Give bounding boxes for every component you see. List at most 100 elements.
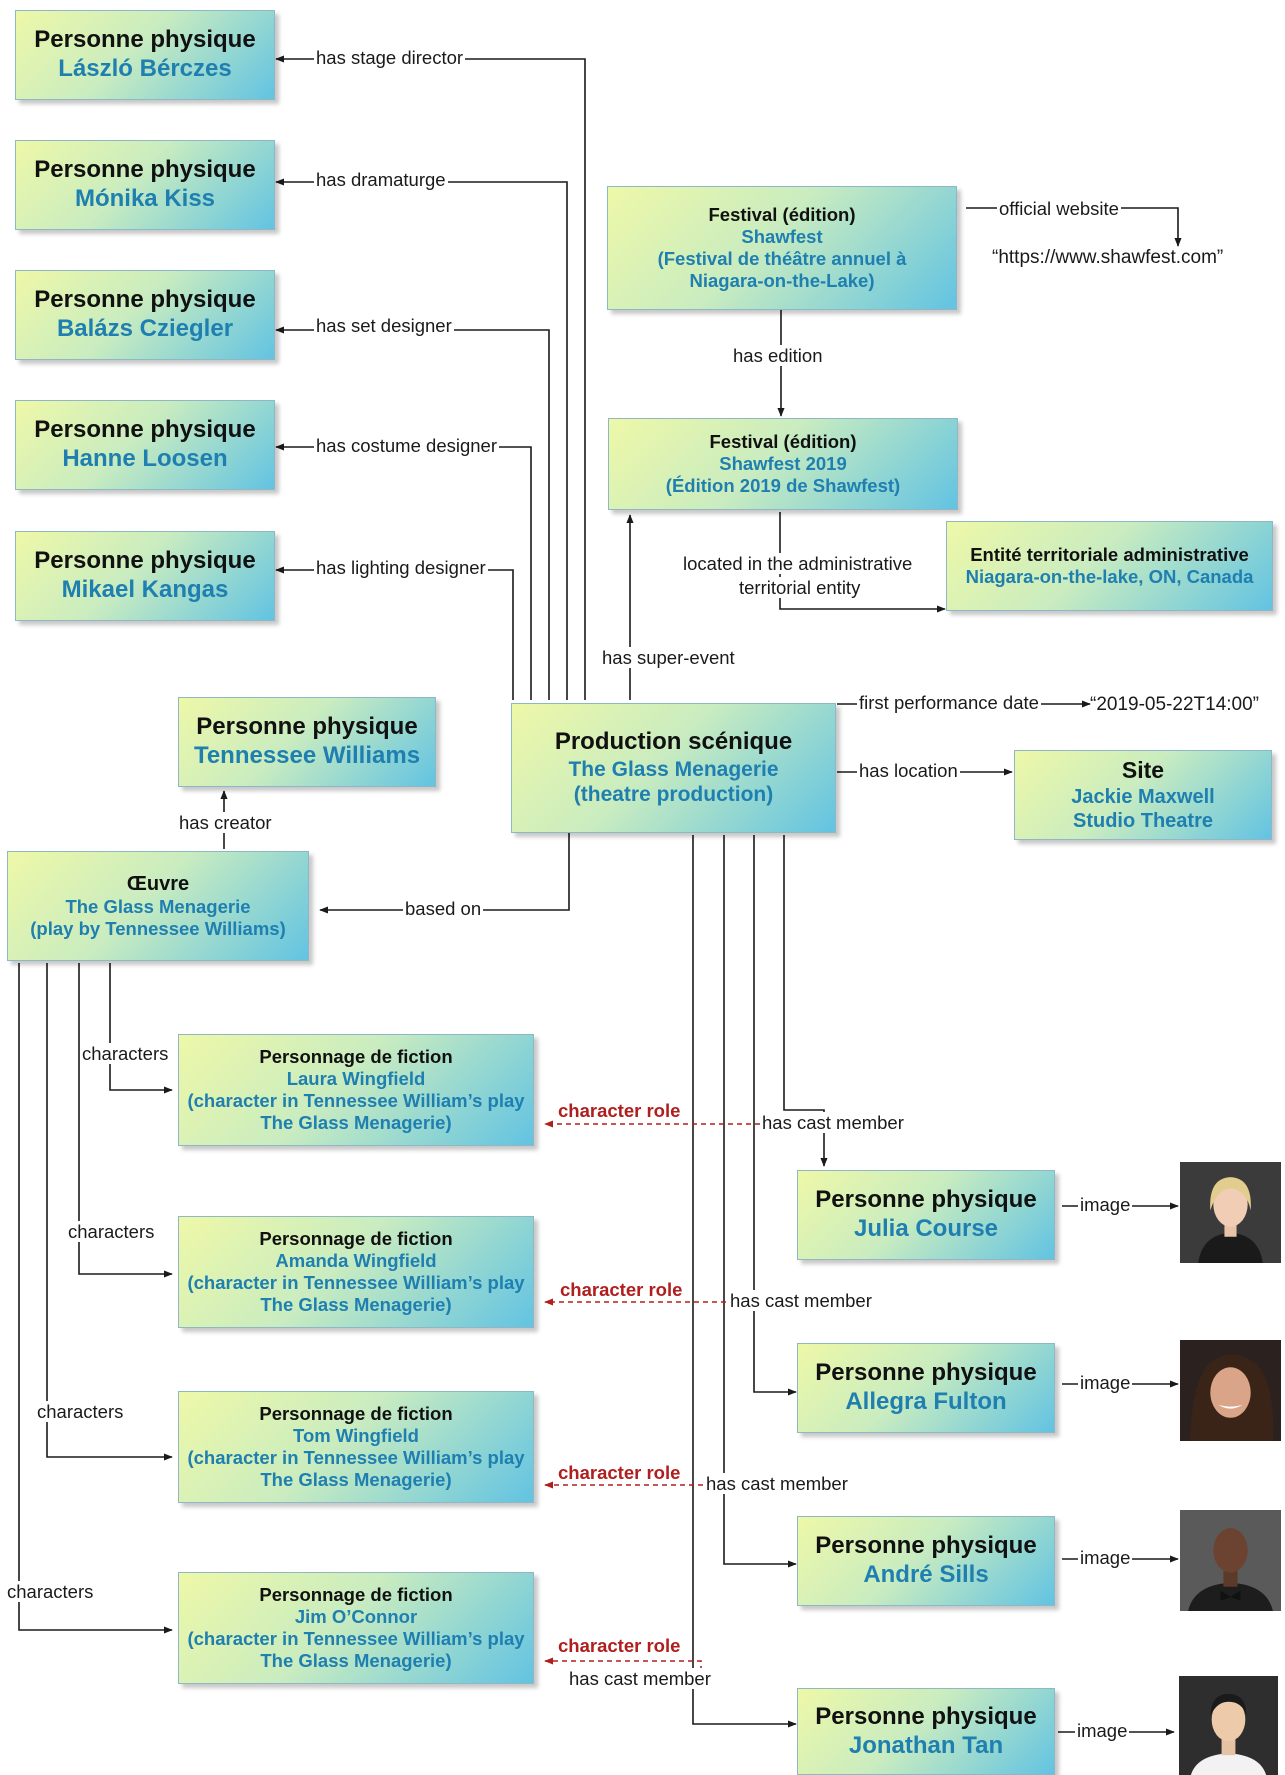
node-tennessee-williams[interactable]: Personne physique Tennessee Williams bbox=[178, 697, 436, 787]
edge-character-role-jim bbox=[544, 1657, 702, 1671]
edge-set-designer bbox=[275, 326, 550, 700]
edge-characters-tom bbox=[46, 963, 173, 1461]
node-label: Niagara-on-the-lake, ON, Canada bbox=[965, 566, 1254, 587]
edge-cast-julia bbox=[783, 835, 828, 1167]
label-character-role-tom: character role bbox=[556, 1462, 683, 1484]
label-character-role-laura: character role bbox=[556, 1100, 683, 1122]
node-label-line: (character in Tennessee William’s play bbox=[187, 1090, 525, 1111]
label-has-cast-member-allegra: has cast member bbox=[728, 1290, 874, 1312]
node-label: Julia Course bbox=[853, 1215, 999, 1242]
node-label-line: Shawfest 2019 bbox=[719, 452, 847, 474]
node-label-line: (character in Tennessee William’s play bbox=[187, 1447, 525, 1468]
label-has-lighting-designer: has lighting designer bbox=[314, 557, 488, 579]
label-characters-tom: characters bbox=[35, 1401, 126, 1423]
portrait-photo-jonathan-tan bbox=[1176, 1676, 1281, 1775]
node-label-line: Studio Theatre bbox=[1072, 809, 1213, 832]
node-type: Personne physique bbox=[815, 1186, 1037, 1214]
node-production-glass-menagerie[interactable]: Production scénique The Glass Menagerie … bbox=[511, 703, 836, 833]
edge-characters-jim bbox=[18, 963, 173, 1634]
node-laszlo-berczes[interactable]: Personne physique László Bérczes bbox=[15, 10, 275, 100]
node-type: Personne physique bbox=[815, 1359, 1037, 1387]
node-type: Personnage de fiction bbox=[259, 1227, 453, 1249]
label-has-super-event: has super-event bbox=[600, 647, 737, 669]
label-has-cast-member-andre: has cast member bbox=[704, 1473, 850, 1495]
node-label: Mikael Kangas bbox=[61, 576, 229, 603]
edge-cast-andre bbox=[723, 835, 797, 1568]
label-has-stage-director: has stage director bbox=[314, 47, 466, 69]
node-julia-course[interactable]: Personne physique Julia Course bbox=[797, 1170, 1055, 1260]
node-type: Œuvre bbox=[126, 872, 190, 895]
node-character-tom-wingfield[interactable]: Personnage de fiction Tom Wingfield (cha… bbox=[178, 1391, 534, 1503]
node-label: Hanne Loosen bbox=[62, 445, 228, 472]
node-andre-sills[interactable]: Personne physique André Sills bbox=[797, 1516, 1055, 1606]
node-type: Personnage de fiction bbox=[259, 1045, 453, 1067]
node-label: André Sills bbox=[863, 1561, 989, 1588]
label-located-in-line2: territorial entity bbox=[737, 577, 863, 599]
node-type: Festival (édition) bbox=[708, 203, 856, 225]
label-located-in-line1: located in the administrative bbox=[681, 553, 915, 575]
node-type: Personne physique bbox=[34, 26, 256, 54]
node-label-line: (character in Tennessee William’s play bbox=[187, 1272, 525, 1293]
portrait-allegra-art bbox=[1180, 1340, 1281, 1441]
label-official-website: official website bbox=[997, 198, 1121, 220]
node-label-line: The Glass Menagerie bbox=[568, 758, 779, 782]
label-has-set-designer: has set designer bbox=[314, 315, 454, 337]
label-based-on: based on bbox=[403, 898, 484, 920]
portrait-photo-allegra-fulton bbox=[1180, 1340, 1281, 1441]
node-type: Personne physique bbox=[815, 1702, 1037, 1730]
node-label: Mónika Kiss bbox=[74, 185, 216, 212]
label-first-performance-date: first performance date bbox=[857, 692, 1041, 714]
node-label-line: Jackie Maxwell bbox=[1071, 785, 1215, 808]
node-type: Festival (édition) bbox=[709, 430, 857, 452]
node-hanne-loosen[interactable]: Personne physique Hanne Loosen bbox=[15, 400, 275, 490]
label-character-role-amanda: character role bbox=[558, 1279, 685, 1301]
node-label-line: (Festival de théâtre annuel à bbox=[657, 248, 907, 269]
label-characters-laura: characters bbox=[80, 1043, 171, 1065]
node-balazs-cziegler[interactable]: Personne physique Balázs Cziegler bbox=[15, 270, 275, 360]
node-label-line: Laura Wingfield bbox=[286, 1067, 426, 1089]
node-label: László Bérczes bbox=[58, 55, 232, 82]
node-label-line: Tom Wingfield bbox=[293, 1424, 419, 1446]
edge-characters-laura bbox=[109, 963, 173, 1094]
label-image-allegra: image bbox=[1078, 1372, 1133, 1394]
node-type: Personne physique bbox=[34, 286, 256, 314]
node-character-amanda-wingfield[interactable]: Personnage de fiction Amanda Wingfield (… bbox=[178, 1216, 534, 1328]
label-has-location: has location bbox=[857, 760, 960, 782]
node-label-line: (theatre production) bbox=[573, 783, 774, 807]
label-has-cast-member-jonathan: has cast member bbox=[567, 1668, 713, 1690]
label-has-creator: has creator bbox=[177, 812, 274, 834]
node-type: Personne physique bbox=[815, 1532, 1037, 1560]
portrait-julia-art bbox=[1180, 1162, 1281, 1263]
edge-stage-director bbox=[275, 55, 586, 700]
node-type: Personne physique bbox=[196, 713, 418, 741]
node-label-line: The Glass Menagerie bbox=[65, 895, 251, 917]
node-label-line: Jim O’Connor bbox=[294, 1605, 418, 1627]
literal-website: “https://www.shawfest.com” bbox=[992, 247, 1224, 268]
label-has-edition: has edition bbox=[731, 345, 825, 367]
node-type: Personne physique bbox=[34, 547, 256, 575]
node-label-line: Niagara-on-the-Lake) bbox=[689, 270, 875, 292]
edge-cast-jonathan bbox=[692, 835, 797, 1728]
node-character-jim-oconnor[interactable]: Personnage de fiction Jim O’Connor (char… bbox=[178, 1572, 534, 1684]
label-has-dramaturge: has dramaturge bbox=[314, 169, 448, 191]
node-mikael-kangas[interactable]: Personne physique Mikael Kangas bbox=[15, 531, 275, 621]
node-label-line: The Glass Menagerie) bbox=[260, 1650, 452, 1672]
node-site-jackie-maxwell[interactable]: Site Jackie Maxwell Studio Theatre bbox=[1014, 750, 1272, 840]
literal-date: “2019-05-22T14:00” bbox=[1090, 694, 1259, 715]
node-oeuvre-glass-menagerie[interactable]: Œuvre The Glass Menagerie (play by Tenne… bbox=[7, 851, 309, 961]
node-label-line: The Glass Menagerie) bbox=[260, 1112, 452, 1134]
node-type: Entité territoriale administrative bbox=[970, 543, 1249, 565]
label-characters-jim: characters bbox=[5, 1581, 96, 1603]
node-label-line: Amanda Wingfield bbox=[275, 1249, 437, 1271]
node-allegra-fulton[interactable]: Personne physique Allegra Fulton bbox=[797, 1343, 1055, 1433]
node-character-laura-wingfield[interactable]: Personnage de fiction Laura Wingfield (c… bbox=[178, 1034, 534, 1146]
node-monika-kiss[interactable]: Personne physique Mónika Kiss bbox=[15, 140, 275, 230]
label-character-role-jim: character role bbox=[556, 1635, 683, 1657]
node-label: Allegra Fulton bbox=[845, 1388, 1007, 1415]
node-jonathan-tan[interactable]: Personne physique Jonathan Tan bbox=[797, 1688, 1055, 1775]
label-image-julia: image bbox=[1078, 1194, 1133, 1216]
node-label-line: Shawfest bbox=[741, 225, 823, 247]
node-shawfest-2019[interactable]: Festival (édition) Shawfest 2019 (Éditio… bbox=[608, 418, 958, 510]
node-niagara-territory[interactable]: Entité territoriale administrative Niaga… bbox=[946, 521, 1273, 611]
node-festival-shawfest[interactable]: Festival (édition) Shawfest (Festival de… bbox=[607, 186, 957, 310]
